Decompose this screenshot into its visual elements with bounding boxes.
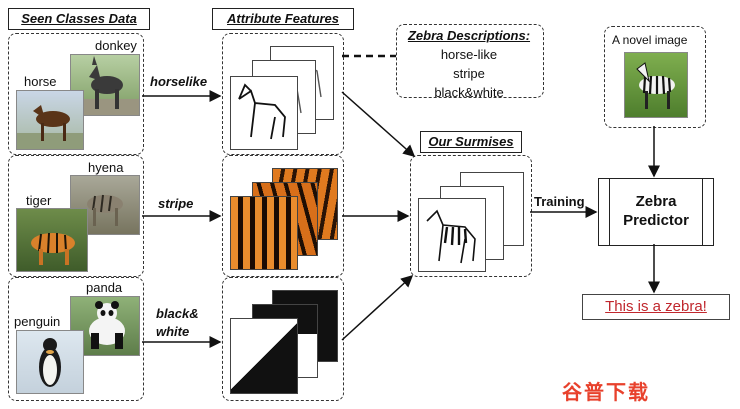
surmise-card-front [418,198,486,272]
surmises-panel [410,155,532,277]
label-penguin: penguin [14,314,61,329]
stripe-card-front [230,196,298,270]
predictor-line1: Zebra [635,193,677,210]
attribute-features-title: Attribute Features [212,8,354,30]
label-horse: horse [24,74,57,89]
seen-classes-title: Seen Classes Data [8,8,150,30]
horse-photo [16,90,84,150]
label-tiger: tiger [26,193,52,208]
result-label: This is a zebra! [582,294,730,320]
penguin-photo [16,330,84,394]
descriptions-content: Zebra Descriptions: horse-like stripe bl… [396,26,542,102]
watermark: 谷普下载 [562,382,650,404]
attr-white: white [156,324,190,339]
descriptions-panel [396,24,544,98]
horselike-card-front [230,76,298,150]
label-panda: panda [86,280,123,295]
desc-black-white: black&white [434,85,504,100]
tiger-photo [16,208,88,272]
seen-classes-panel-1 [8,33,144,155]
bw-card-front [230,318,298,394]
arrow-attr1-surmise [341,91,416,157]
label-donkey: donkey [95,38,137,53]
desc-stripe: stripe [453,66,485,81]
zebra-predictor: Zebra Predictor [598,178,714,246]
predictor-line2: Predictor [623,212,689,229]
attr-black: black& [156,306,199,321]
training-label: Training [534,194,585,209]
arrow-attr3-surmise [341,274,414,341]
novel-image-panel [604,26,706,128]
attr-stripe: stripe [158,196,194,211]
novel-image-title: A novel image [612,33,688,47]
label-hyena: hyena [88,160,124,175]
desc-horse-like: horse-like [440,47,498,62]
our-surmises-title: Our Surmises [420,131,522,153]
seen-classes-panel-3 [8,277,144,401]
descriptions-title: Zebra Descriptions: [407,28,531,43]
novel-zebra-photo [624,52,688,118]
attr-horselike: horselike [150,74,208,89]
